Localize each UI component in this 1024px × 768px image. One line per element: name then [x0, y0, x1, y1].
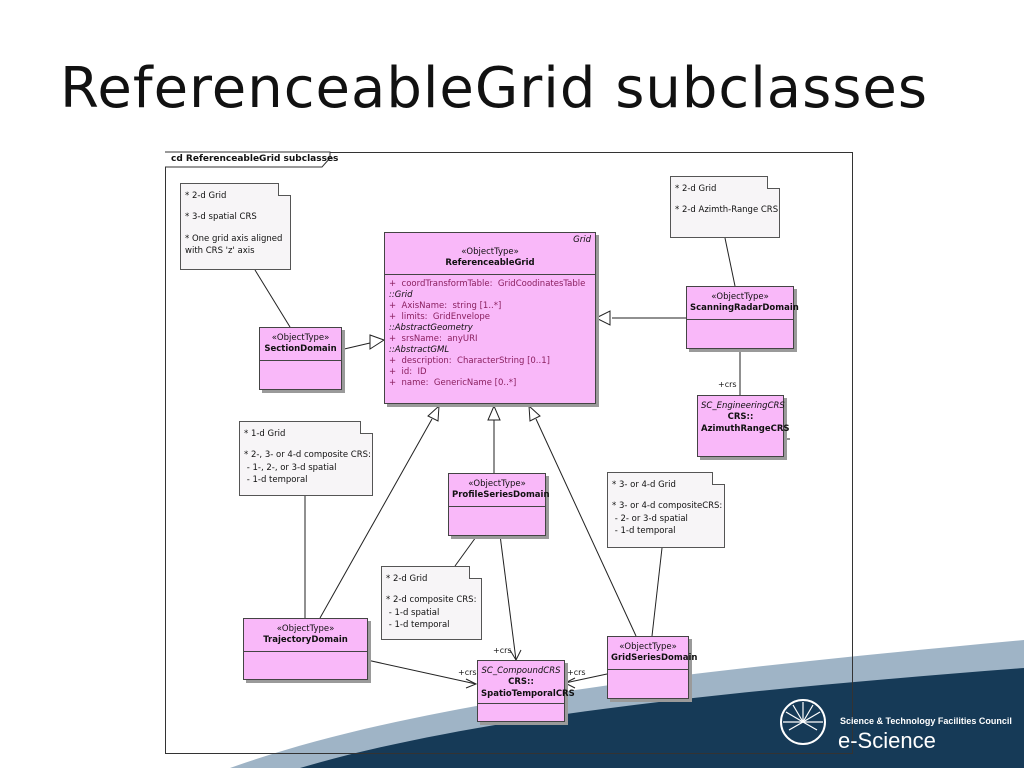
footer-brand: e-Science [838, 728, 936, 753]
note-profile-line: * 2-d composite CRS: [386, 595, 477, 606]
attr-group-abstract-geometry: ::AbstractGeometry [389, 322, 473, 333]
note-trajectory-line: - 1-d temporal [244, 474, 308, 485]
attr-group-abstract-gml: ::AbstractGML [389, 344, 450, 355]
spatio-temporal-crs-name: CRS:: SpatioTemporalCRS [481, 677, 575, 699]
note-section-line: with CRS 'z' axis [185, 245, 255, 256]
note-profile-line: - 1-d spatial [386, 607, 440, 618]
class-referenceable-grid[interactable]: Grid «ObjectType» ReferenceableGrid + co… [384, 232, 596, 404]
note-trajectory-line: - 1-, 2-, or 3-d spatial [244, 462, 337, 473]
assoc-gridseries-crs [564, 673, 608, 684]
trajectory-domain-stereotype: «ObjectType» [276, 624, 335, 634]
gen-arrow-trajectory [427, 404, 440, 422]
referenceable-grid-parent: Grid [573, 235, 591, 245]
note-scanning: * 2-d Grid * 2-d Azimth-Range CRS [670, 176, 780, 238]
footer-org: Science & Technology Facilities Council [840, 716, 1012, 726]
assoc-profile-crs [499, 534, 517, 661]
note-link-section [254, 269, 291, 328]
azimuth-range-crs-name: CRS:: AzimuthRangeCRS [701, 412, 790, 434]
note-fold [469, 566, 482, 579]
note-section-line: * 2-d Grid [185, 191, 227, 201]
referenceable-grid-stereotype: «ObjectType» [461, 247, 519, 257]
profile-series-domain-stereotype: «ObjectType» [468, 479, 526, 489]
gen-gridseries [535, 418, 637, 637]
profile-series-domain-name: ProfileSeriesDomain [452, 490, 550, 501]
note-trajectory-line: * 1-d Grid [244, 429, 286, 439]
scanning-radar-domain-stereotype: «ObjectType» [711, 292, 769, 302]
note-trajectory: * 1-d Grid * 2-, 3- or 4-d composite CRS… [239, 421, 373, 496]
grid-series-domain-stereotype: «ObjectType» [619, 642, 677, 652]
note-fold [712, 472, 725, 485]
azimuth-range-crs-parent: SC_EngineeringCRS [701, 401, 785, 411]
note-scanning-line: * 2-d Grid [675, 184, 717, 194]
note-profile: * 2-d Grid * 2-d composite CRS: - 1-d sp… [381, 566, 482, 640]
trajectory-domain-name: TrajectoryDomain [263, 635, 348, 646]
note-trajectory-line: * 2-, 3- or 4-d composite CRS: [244, 450, 371, 461]
slide-title: ReferenceableGrid subclasses [60, 56, 929, 121]
note-profile-line: * 2-d Grid [386, 574, 428, 584]
class-grid-series-domain[interactable]: «ObjectType» GridSeriesDomain [607, 636, 698, 699]
scanning-radar-domain-name: ScanningRadarDomain [690, 303, 799, 314]
note-gridseries-line: * 3- or 4-d Grid [612, 480, 676, 490]
role-gridseries-crs: +crs [567, 668, 586, 677]
class-azimuth-range-crs[interactable]: SC_EngineeringCRS CRS:: AzimuthRangeCRS [697, 395, 790, 457]
gen-arrow-gridseries [528, 404, 541, 422]
note-link-scanning [724, 237, 736, 287]
referenceable-grid-attributes: + coordTransformTable: GridCoodinatesTab… [385, 275, 595, 389]
attr-description: + description: CharacterString [0..1] [389, 355, 550, 366]
grid-series-domain-name: GridSeriesDomain [611, 653, 698, 664]
class-scanning-radar-domain[interactable]: «ObjectType» ScanningRadarDomain [686, 286, 799, 349]
note-gridseries-line: - 2- or 3-d spatial [612, 513, 688, 524]
note-fold [767, 176, 780, 189]
note-section: * 2-d Grid * 3-d spatial CRS * One grid … [180, 183, 291, 270]
note-section-line: * One grid axis aligned [185, 233, 283, 244]
note-link-profile [454, 536, 477, 567]
diagram-frame [165, 152, 853, 754]
attr-srs-name: + srsName: anyURI [389, 333, 478, 344]
role-radar-crs: +crs [718, 380, 737, 389]
role-trajectory-crs: +crs [458, 668, 477, 677]
note-profile-line: - 1-d temporal [386, 619, 450, 630]
section-domain-stereotype: «ObjectType» [271, 333, 330, 343]
note-gridseries-line: - 1-d temporal [612, 525, 676, 536]
gen-trajectory [319, 418, 433, 619]
attr-axis-name: + AxisName: string [1..*] [389, 300, 502, 311]
class-profile-series-domain[interactable]: «ObjectType» ProfileSeriesDomain [448, 473, 550, 536]
assoc-trajectory-crs [366, 659, 477, 685]
attr-name: + name: GenericName [0..*] [389, 377, 517, 388]
attr-coord-transform-table: + coordTransformTable: GridCoodinatesTab… [389, 278, 586, 289]
note-gridseries: * 3- or 4-d Grid * 3- or 4-d compositeCR… [607, 472, 725, 548]
gen-arrow-profile [487, 404, 501, 421]
gen-section [339, 342, 371, 351]
attr-group-grid: ::Grid [389, 289, 413, 300]
spatio-temporal-crs-parent: SC_CompoundCRS [481, 666, 561, 676]
note-section-line: * 3-d spatial CRS [185, 212, 257, 223]
referenceable-grid-name: ReferenceableGrid [445, 258, 535, 269]
class-section-domain[interactable]: «ObjectType» SectionDomain [259, 327, 342, 390]
attr-limits: + limits: GridEnvelope [389, 311, 490, 322]
note-fold [360, 421, 373, 434]
note-scanning-line: * 2-d Azimth-Range CRS [675, 205, 779, 216]
note-link-gridseries [651, 547, 663, 637]
gen-arrow-section [369, 334, 386, 350]
note-gridseries-line: * 3- or 4-d compositeCRS: [612, 501, 723, 512]
footer-band-dark [300, 668, 1024, 768]
role-profile-crs: +crs [493, 646, 512, 655]
note-fold [278, 183, 291, 196]
section-domain-name: SectionDomain [264, 344, 337, 355]
attr-id: + id: ID [389, 366, 427, 377]
gen-arrow-scanning [594, 310, 611, 326]
class-trajectory-domain[interactable]: «ObjectType» TrajectoryDomain [243, 618, 368, 680]
diagram-frame-label: cd ReferenceableGrid subclasses [171, 154, 339, 164]
class-spatio-temporal-crs[interactable]: SC_CompoundCRS CRS:: SpatioTemporalCRS [477, 660, 575, 722]
